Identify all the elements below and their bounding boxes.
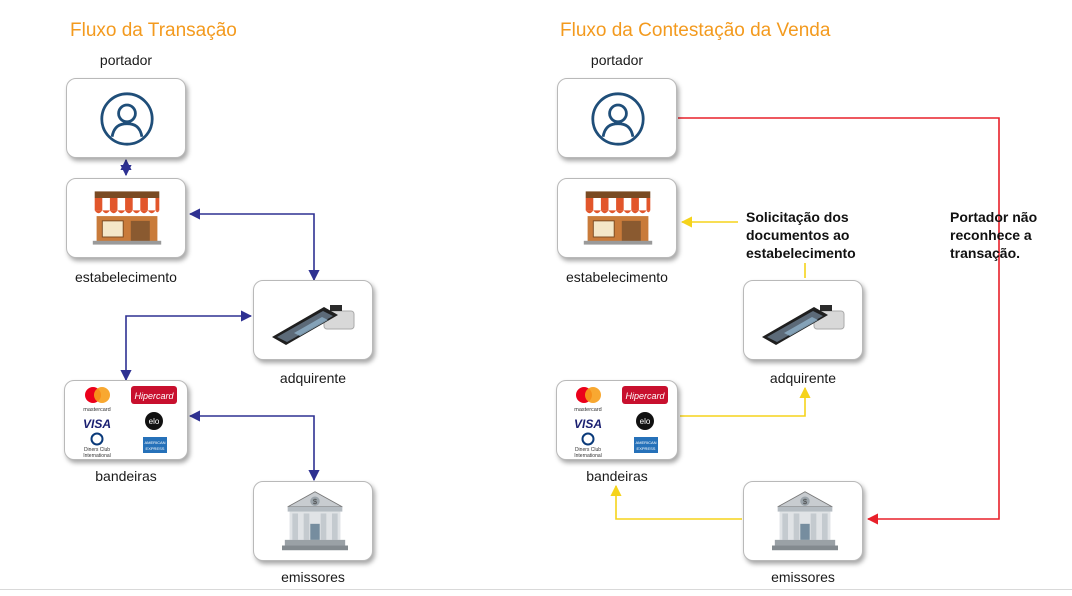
card-brands-icon: mastercard Hipercard VISA elo Diners Clu… bbox=[574, 386, 668, 459]
note-solicitacao: Solicitação dos documentos ao estabeleci… bbox=[746, 208, 856, 262]
hipercard-text: Hipercard bbox=[134, 391, 174, 401]
note-portador-nao: Portador não reconhece a transação. bbox=[950, 208, 1037, 262]
right-title: Fluxo da Contestação da Venda bbox=[560, 20, 831, 41]
bank-icon bbox=[282, 488, 348, 554]
visa-text: VISA bbox=[83, 417, 111, 431]
right-node-estabelecimento bbox=[557, 178, 677, 258]
card-terminal-icon bbox=[754, 297, 854, 347]
diners-text-1: Diners Club bbox=[575, 447, 601, 453]
left-node-bandeiras: mastercard Hipercard VISA elo Diners Clu… bbox=[64, 380, 188, 460]
right-label-bandeiras: bandeiras bbox=[586, 468, 648, 484]
left-node-portador bbox=[66, 78, 186, 158]
hipercard-text: Hipercard bbox=[625, 391, 665, 401]
person-icon bbox=[590, 91, 646, 147]
right-label-portador: portador bbox=[590, 52, 644, 68]
left-label-bandeiras: bandeiras bbox=[95, 468, 157, 484]
bank-icon bbox=[772, 488, 838, 554]
note-solicitacao-line-1: Solicitação dos bbox=[746, 209, 849, 225]
card-terminal-icon bbox=[264, 297, 364, 347]
left-label-emissores: emissores bbox=[281, 569, 345, 585]
note-portador-nao-line-3: transação. bbox=[950, 245, 1021, 261]
bottom-divider bbox=[0, 589, 1072, 590]
elo-text: elo bbox=[149, 417, 160, 426]
arrow-bandeiras-emissores bbox=[188, 410, 320, 482]
diners-text-2: International bbox=[83, 453, 111, 459]
right-label-adquirente: adquirente bbox=[769, 370, 837, 386]
left-node-emissores bbox=[253, 481, 373, 561]
note-solicitacao-line-2: documentos ao bbox=[746, 227, 850, 243]
right-label-estabelecimento: estabelecimento bbox=[566, 269, 668, 285]
arrow-adquirente-bandeiras bbox=[120, 310, 253, 382]
amex-text-2: EXPRESS bbox=[146, 446, 165, 451]
arrow-emissores-bandeiras bbox=[610, 484, 742, 520]
arrow-estabelecimento-adquirente bbox=[188, 208, 320, 282]
visa-text: VISA bbox=[574, 417, 602, 431]
note-solicitacao-line-3: estabelecimento bbox=[746, 245, 856, 261]
amex-text-1: AMERICAN bbox=[144, 440, 165, 445]
note-portador-nao-line-2: reconhece a bbox=[950, 227, 1032, 243]
amex-text-1: AMERICAN bbox=[635, 440, 656, 445]
left-label-adquirente: adquirente bbox=[279, 370, 347, 386]
diners-text-2: International bbox=[574, 453, 602, 459]
store-icon bbox=[89, 189, 165, 247]
mastercard-text: mastercard bbox=[83, 407, 111, 413]
right-node-adquirente bbox=[743, 280, 863, 360]
arrow-bandeiras-adquirente bbox=[680, 386, 811, 417]
left-label-portador: portador bbox=[99, 52, 153, 68]
left-label-estabelecimento: estabelecimento bbox=[75, 269, 177, 285]
arrow-adquirente-estabelecimento bbox=[682, 222, 806, 278]
mastercard-text: mastercard bbox=[574, 407, 602, 413]
left-node-estabelecimento bbox=[66, 178, 186, 258]
elo-text: elo bbox=[640, 417, 651, 426]
amex-text-2: EXPRESS bbox=[637, 446, 656, 451]
person-icon bbox=[99, 91, 155, 147]
right-label-emissores: emissores bbox=[771, 569, 835, 585]
note-portador-nao-line-1: Portador não bbox=[950, 209, 1038, 225]
right-node-portador bbox=[557, 78, 677, 158]
left-node-adquirente bbox=[253, 280, 373, 360]
right-node-emissores bbox=[743, 481, 863, 561]
arrow-portador-emissores bbox=[678, 117, 1000, 525]
left-title: Fluxo da Transação bbox=[70, 20, 237, 41]
right-node-bandeiras: mastercard Hipercard VISA elo Diners Clu… bbox=[556, 380, 678, 460]
store-icon bbox=[580, 189, 656, 247]
diners-text-1: Diners Club bbox=[84, 447, 110, 453]
card-brands-icon: mastercard Hipercard VISA elo Diners Clu… bbox=[83, 386, 177, 459]
